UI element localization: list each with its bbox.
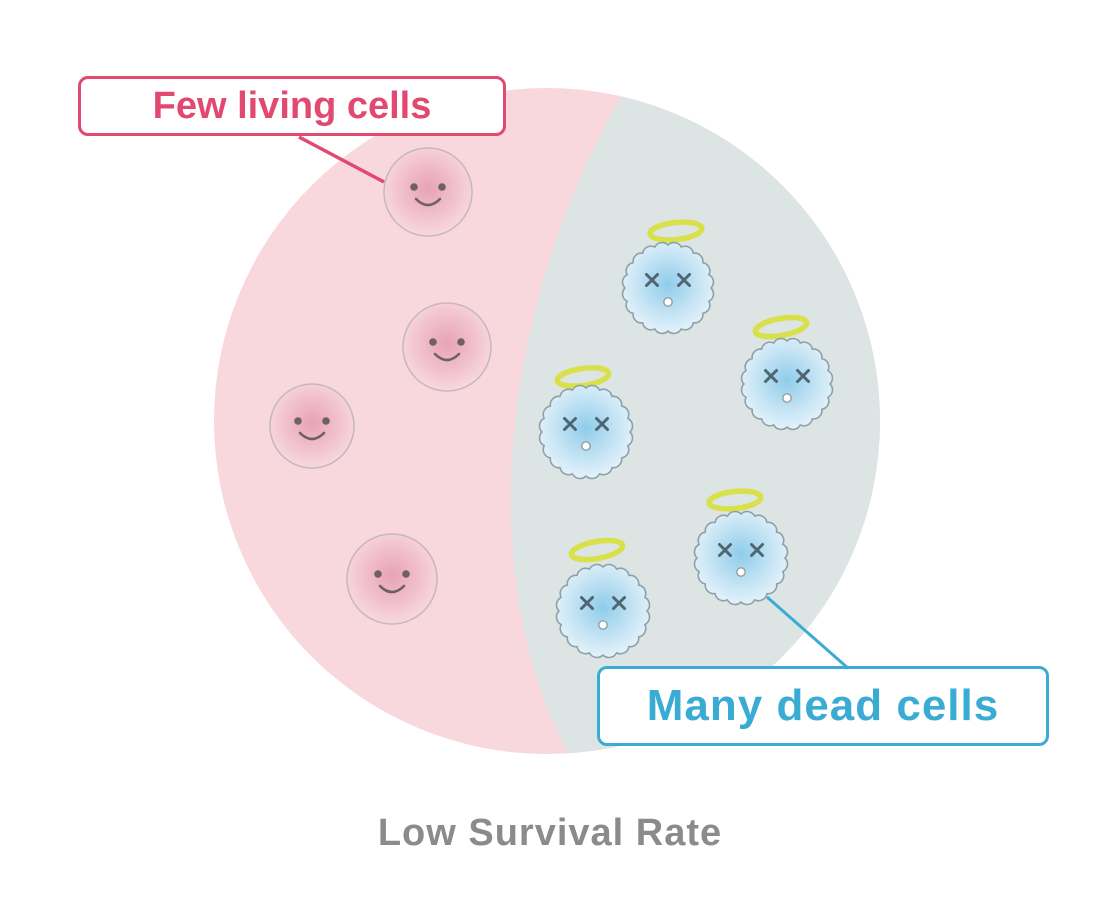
halo-icon xyxy=(568,537,626,563)
eye-dot-icon xyxy=(429,338,437,346)
mouth-icon xyxy=(581,441,591,451)
eye-dot-icon xyxy=(402,570,410,578)
living-cell-body xyxy=(269,383,355,469)
x-eye-icon xyxy=(595,417,609,431)
dead-cell xyxy=(621,219,715,335)
few-living-cells-callout: Few living cells xyxy=(78,76,506,136)
mouth-icon xyxy=(782,393,792,403)
halo-icon xyxy=(647,219,705,243)
smile-icon xyxy=(433,352,461,362)
eye-dot-icon xyxy=(457,338,465,346)
living-cell xyxy=(402,302,492,392)
halo-icon xyxy=(752,314,810,340)
dead-cell xyxy=(693,488,789,606)
x-eye-icon xyxy=(750,543,764,557)
dead-cell-body xyxy=(555,563,651,659)
smile-icon xyxy=(414,197,442,207)
x-eye-icon xyxy=(796,369,810,383)
living-pointer-line xyxy=(298,135,385,184)
dead-cell xyxy=(538,365,634,480)
dead-cell-body xyxy=(693,510,789,606)
eye-dot-icon xyxy=(322,417,330,425)
dead-cell xyxy=(555,537,651,659)
living-cell-body xyxy=(346,533,438,625)
mouth-icon xyxy=(736,567,746,577)
living-cell xyxy=(269,383,355,469)
x-eye-icon xyxy=(718,543,732,557)
mouth-icon xyxy=(598,620,608,630)
eye-dot-icon xyxy=(410,183,418,191)
x-eye-icon xyxy=(677,273,691,287)
x-eye-icon xyxy=(764,369,778,383)
halo-icon xyxy=(706,488,764,512)
many-dead-cells-text: Many dead cells xyxy=(646,681,1000,730)
eye-dot-icon xyxy=(374,570,382,578)
dead-cell-body xyxy=(621,241,715,335)
dead-cell-body xyxy=(740,337,834,431)
x-eye-icon xyxy=(612,596,626,610)
dead-cell xyxy=(740,314,834,431)
x-eye-icon xyxy=(645,273,659,287)
x-eye-icon xyxy=(580,596,594,610)
living-cell-body xyxy=(383,147,473,237)
living-cell-body xyxy=(402,302,492,392)
diagram-title: Low Survival Rate xyxy=(377,812,723,854)
x-eye-icon xyxy=(563,417,577,431)
dead-cell-body xyxy=(538,384,634,480)
halo-icon xyxy=(554,365,612,389)
smile-icon xyxy=(378,584,406,594)
many-dead-cells-callout: Many dead cells xyxy=(597,666,1049,746)
mouth-icon xyxy=(663,297,673,307)
living-cell xyxy=(383,147,473,237)
eye-dot-icon xyxy=(438,183,446,191)
few-living-cells-text: Few living cells xyxy=(152,84,432,127)
smile-icon xyxy=(298,431,326,441)
living-cell xyxy=(346,533,438,625)
eye-dot-icon xyxy=(294,417,302,425)
dead-pointer-line xyxy=(766,595,850,671)
